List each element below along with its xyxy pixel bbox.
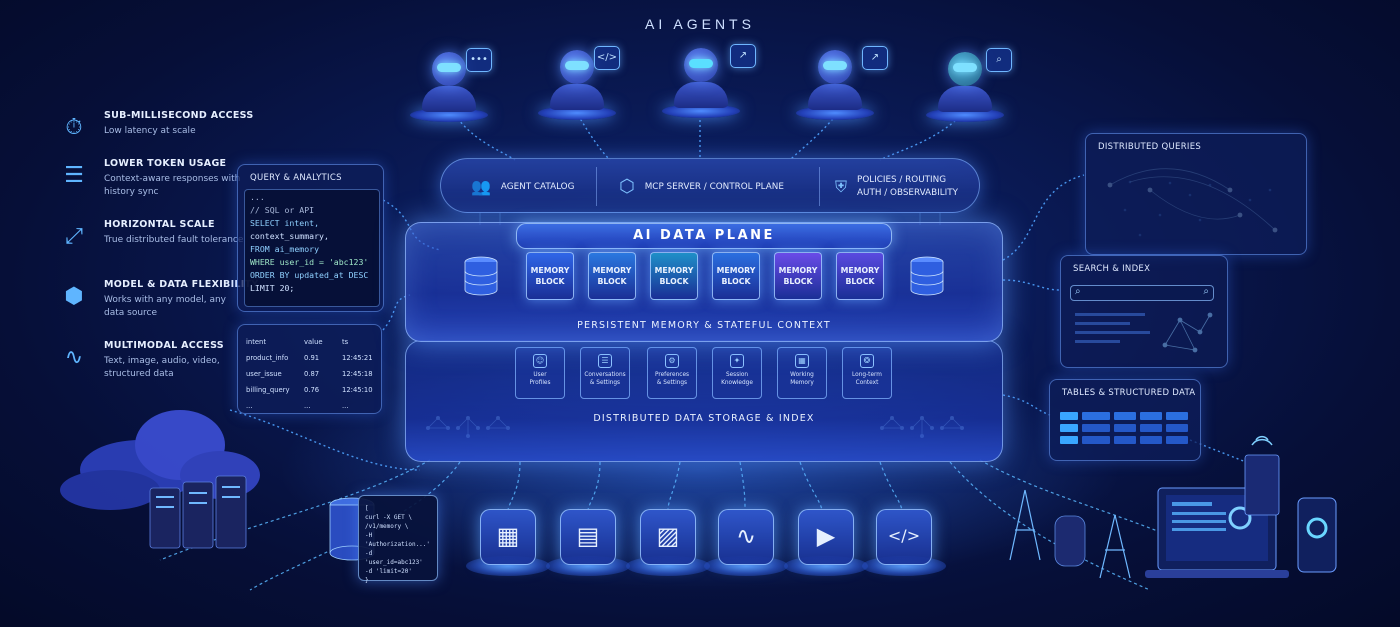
context-card-session-knowledge: ✦ Session Knowledge bbox=[712, 347, 762, 399]
divider bbox=[819, 167, 820, 206]
search-input[interactable]: ⌕ ⌕ bbox=[1070, 285, 1214, 301]
table-icon: ▦ bbox=[480, 509, 536, 565]
search-icon: ⌕ bbox=[986, 48, 1012, 72]
stopwatch-icon: ⏱ bbox=[58, 112, 90, 144]
table-row: ......... bbox=[246, 398, 382, 414]
search-icon: ⌕ bbox=[1075, 286, 1081, 297]
video-icon: ▶ bbox=[798, 509, 854, 565]
expand-arrows-icon: ⤢ bbox=[58, 221, 90, 253]
persistent-memory-label: PERSISTENT MEMORY & STATEFUL CONTEXT bbox=[405, 314, 1003, 338]
context-card-user-profiles: ☺ User Profiles bbox=[515, 347, 565, 399]
agent-search: ⌕ bbox=[920, 48, 1010, 128]
data-plane-title: AI DATA PLANE bbox=[516, 223, 892, 249]
image-icon: ▨ bbox=[640, 509, 696, 565]
context-card-working-memory: ▦ Working Memory bbox=[777, 347, 827, 399]
memory-chip-icon: ▦ bbox=[795, 354, 809, 368]
control-plane-bar: 👥 AGENT CATALOG ⬡ MCP SERVER / CONTROL P… bbox=[440, 158, 980, 213]
code-icon: </> bbox=[876, 509, 932, 565]
database-icon bbox=[909, 256, 945, 296]
query-code: ... // SQL or API SELECT intent, context… bbox=[250, 191, 368, 295]
divider bbox=[596, 167, 597, 206]
policies-routing[interactable]: ⛨ POLICIES / ROUTING AUTH / OBSERVABILIT… bbox=[835, 159, 958, 214]
cubes-icon: ⬢ bbox=[58, 281, 90, 313]
code-icon: </> bbox=[594, 46, 620, 70]
gear-icon: ⚙ bbox=[665, 354, 679, 368]
page-title: AI AGENTS bbox=[0, 16, 1400, 32]
context-card-long-term: ❂ Long-term Context bbox=[842, 347, 892, 399]
api-terminal: [ curl -X GET \ /v1/memory \ -H 'Authori… bbox=[358, 495, 438, 581]
hexagon-network-icon: ⬡ bbox=[619, 176, 635, 197]
agent-catalog[interactable]: 👥 AGENT CATALOG bbox=[471, 159, 574, 214]
token-stack-icon: ☰ bbox=[58, 160, 90, 192]
database-icon bbox=[463, 256, 499, 296]
user-card-icon: ☺ bbox=[533, 354, 547, 368]
audio-icon: ∿ bbox=[718, 509, 774, 565]
search-index-panel: SEARCH & INDEX bbox=[1060, 255, 1228, 368]
book-icon: ✦ bbox=[730, 354, 744, 368]
storage-label: DISTRIBUTED DATA STORAGE & INDEX bbox=[405, 407, 1003, 431]
table-header-row: intent value ts bbox=[246, 334, 382, 350]
query-analytics-panel: QUERY & ANALYTICS ... // SQL or API SELE… bbox=[237, 164, 384, 312]
waveform-icon: ∿ bbox=[58, 342, 90, 374]
agent-analytics: ↗ bbox=[790, 46, 880, 126]
context-card-preferences: ⚙ Preferences & Settings bbox=[647, 347, 697, 399]
storage-platform bbox=[405, 340, 1003, 462]
chat-bubble-icon: ••• bbox=[466, 48, 492, 72]
context-card-conversations: ☰ Conversations & Settings bbox=[580, 347, 630, 399]
brain-icon: ❂ bbox=[860, 354, 874, 368]
agent-network: ↗ bbox=[656, 44, 746, 124]
users-icon: 👥 bbox=[471, 177, 491, 196]
shield-icon: ⛨ bbox=[835, 177, 847, 197]
distributed-queries-panel: DISTRIBUTED QUERIES bbox=[1085, 133, 1307, 255]
chart-icon: ↗ bbox=[730, 44, 756, 68]
search-icon: ⌕ bbox=[1203, 286, 1209, 297]
agent-chat: ••• bbox=[404, 48, 494, 128]
agent-code: </> bbox=[532, 46, 622, 126]
document-icon: ▤ bbox=[560, 509, 616, 565]
mcp-server[interactable]: ⬡ MCP SERVER / CONTROL PLANE bbox=[619, 159, 784, 214]
chat-users-icon: ☰ bbox=[598, 354, 612, 368]
structured-data-grid bbox=[1060, 412, 1190, 452]
bar-chart-icon: ↗ bbox=[862, 46, 888, 70]
